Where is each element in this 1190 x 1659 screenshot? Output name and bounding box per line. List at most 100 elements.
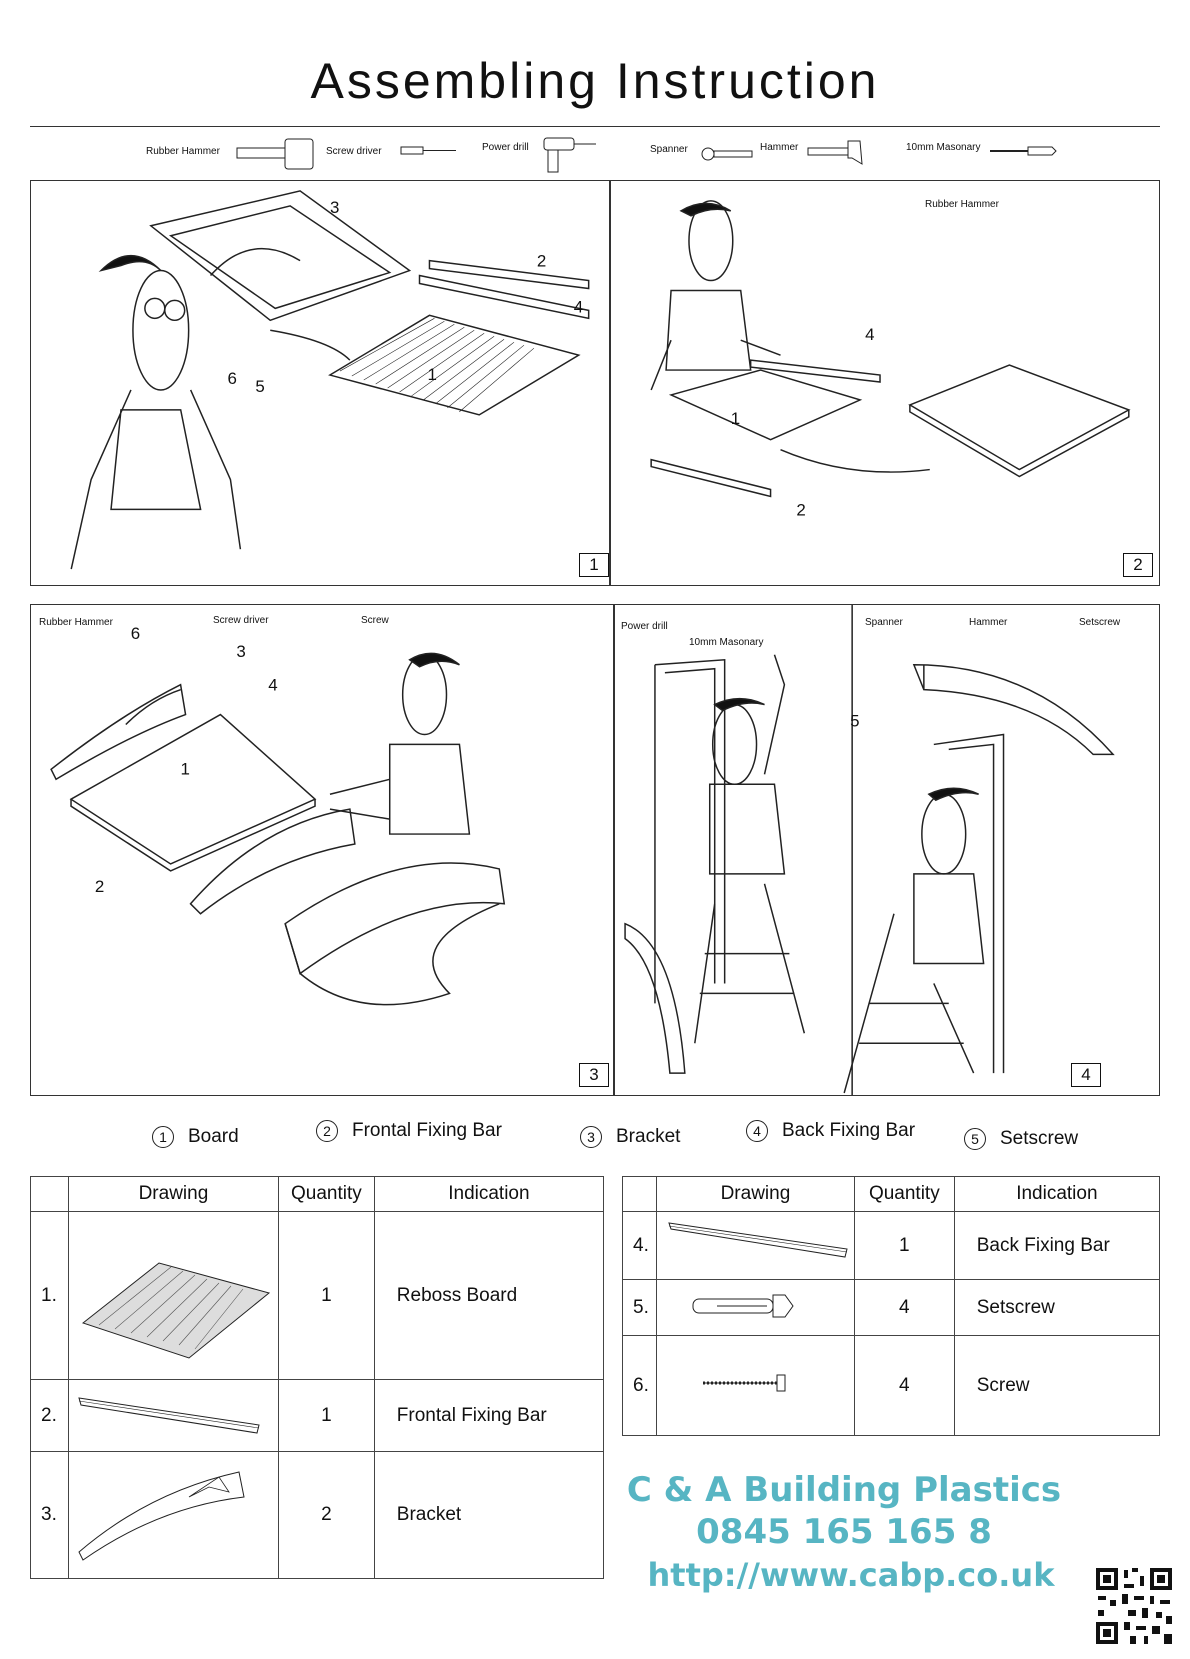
step-number: 1 [579, 553, 609, 577]
label-4: 4 [268, 676, 277, 695]
table-row: 3. 2 Bracket [30, 1451, 605, 1579]
step-1-illustration: 3 2 4 6 5 1 [70, 190, 590, 570]
fixing-bar-icon [655, 1211, 855, 1280]
step-number: 4 [1071, 1063, 1101, 1087]
label-1: 1 [181, 759, 190, 778]
step-1-panel: 3 2 4 6 5 1 1 [30, 180, 610, 586]
label-1: 1 [427, 365, 436, 384]
legend-label: Frontal Fixing Bar [352, 1120, 502, 1142]
tool-label-masonary-bit: 10mm Masonary [906, 142, 981, 153]
legend-number: 1 [152, 1126, 174, 1148]
part-number: 3. [30, 1451, 69, 1579]
title-divider [30, 126, 1160, 127]
tool-label-hammer: Hammer [969, 617, 1008, 628]
label-3: 3 [236, 642, 245, 661]
legend-number: 4 [746, 1120, 768, 1142]
setscrew-icon [655, 1279, 855, 1336]
table-header-row: Drawing Quantity Indication [622, 1176, 1161, 1212]
legend-item-frontal-fixing-bar: 2 Frontal Fixing Bar [316, 1120, 502, 1142]
table-row: 5. 4 Setscrew [622, 1279, 1161, 1336]
label-2: 2 [796, 500, 805, 519]
tool-label-hammer: Hammer [760, 142, 799, 153]
part-number: 4. [622, 1211, 657, 1280]
tool-label-screw: Screw [361, 615, 389, 626]
part-indication: Screw [953, 1335, 1161, 1436]
tool-label-spanner: Spanner [650, 144, 688, 155]
legend-label: Setscrew [1000, 1128, 1079, 1150]
power-drill-icon [540, 134, 600, 181]
tool-label-masonary-bit: 10mm Masonary [689, 637, 764, 648]
part-quantity: 1 [277, 1211, 375, 1380]
part-quantity: 1 [277, 1379, 375, 1452]
part-number: 6. [622, 1335, 657, 1436]
part-indication: Setscrew [953, 1279, 1161, 1336]
label-3: 3 [330, 198, 339, 217]
part-quantity: 4 [853, 1335, 955, 1436]
page-title: Assembling Instruction [310, 53, 880, 109]
label-4: 4 [865, 325, 874, 344]
legend-label: Board [188, 1126, 239, 1148]
step-3-illustration: 6 3 4 1 2 [50, 624, 506, 1006]
label-2: 2 [537, 252, 546, 271]
label-1: 1 [731, 409, 740, 428]
legend-number: 2 [316, 1120, 338, 1142]
legend-number: 5 [964, 1128, 986, 1150]
label-6: 6 [131, 624, 140, 643]
tool-label-rubber-hammer: Rubber Hammer [925, 199, 999, 210]
company-url[interactable]: http://www.cabp.co.uk [647, 1556, 1055, 1594]
table-row: 4. 1 Back Fixing Bar [622, 1211, 1161, 1280]
step-2-panel: Rubber Hammer 4 1 2 2 [610, 180, 1160, 586]
part-quantity: 2 [277, 1451, 375, 1579]
tool-label-power-drill: Power drill [621, 621, 668, 632]
hammer-icon [806, 138, 866, 173]
table-header-row: Drawing Quantity Indication [30, 1176, 605, 1212]
label-4: 4 [574, 297, 583, 316]
tool-label-screw-driver: Screw driver [213, 615, 269, 626]
table-row: 2. 1 Frontal Fixing Bar [30, 1379, 605, 1452]
table-header-indication: Indication [953, 1176, 1161, 1212]
table-row: 6. 4 Screw [622, 1335, 1161, 1436]
board-icon [67, 1211, 279, 1380]
table-header-indication: Indication [373, 1176, 605, 1212]
part-indication: Back Fixing Bar [953, 1211, 1161, 1280]
label-2: 2 [95, 877, 104, 896]
tool-label-spanner: Spanner [865, 617, 903, 628]
legend-item-back-fixing-bar: 4 Back Fixing Bar [746, 1120, 915, 1142]
step-number: 3 [579, 1063, 609, 1087]
part-number: 5. [622, 1279, 657, 1336]
label-5: 5 [255, 377, 264, 396]
step-number: 2 [1123, 553, 1153, 577]
qr-code-icon [1094, 1566, 1174, 1651]
table-header-num [30, 1176, 69, 1212]
tool-label-setscrew: Setscrew [1079, 617, 1121, 628]
spanner-icon [700, 140, 756, 173]
part-quantity: 4 [853, 1279, 955, 1336]
part-number: 1. [30, 1211, 69, 1380]
table-header-drawing: Drawing [67, 1176, 279, 1212]
step-4-illustration: 5 [624, 605, 1115, 1095]
parts-table-left: Drawing Quantity Indication 1. 1 Reboss … [30, 1176, 605, 1579]
step-3-panel: Rubber Hammer Screw driver Screw 6 3 4 1 [30, 604, 614, 1096]
screw-icon [655, 1335, 855, 1436]
legend-item-board: 1 Board [152, 1126, 239, 1148]
tool-label-screw-driver: Screw driver [326, 146, 382, 157]
company-phone: 0845 165 165 8 [696, 1512, 992, 1552]
tool-label-power-drill: Power drill [482, 142, 529, 153]
part-indication: Reboss Board [373, 1211, 605, 1380]
step-4-panel: Power drill 10mm Masonary Spanner Hammer… [614, 604, 1160, 1096]
part-quantity: 1 [853, 1211, 955, 1280]
parts-table-right: Drawing Quantity Indication 4. 1 Back Fi… [622, 1176, 1161, 1436]
table-row: 1. 1 Reboss Board [30, 1211, 605, 1380]
legend-label: Bracket [616, 1126, 681, 1148]
label-6: 6 [227, 369, 236, 388]
legend-item-bracket: 3 Bracket [580, 1126, 680, 1148]
tool-label-rubber-hammer: Rubber Hammer [39, 617, 113, 628]
legend-label: Back Fixing Bar [782, 1120, 916, 1142]
company-name: C & A Building Plastics [626, 1470, 1062, 1510]
tool-label-rubber-hammer: Rubber Hammer [146, 146, 220, 157]
part-number: 2. [30, 1379, 69, 1452]
table-header-quantity: Quantity [853, 1176, 955, 1212]
step-2-illustration: 4 1 2 [650, 200, 1131, 519]
rubber-hammer-icon [235, 136, 315, 177]
legend-number: 3 [580, 1126, 602, 1148]
